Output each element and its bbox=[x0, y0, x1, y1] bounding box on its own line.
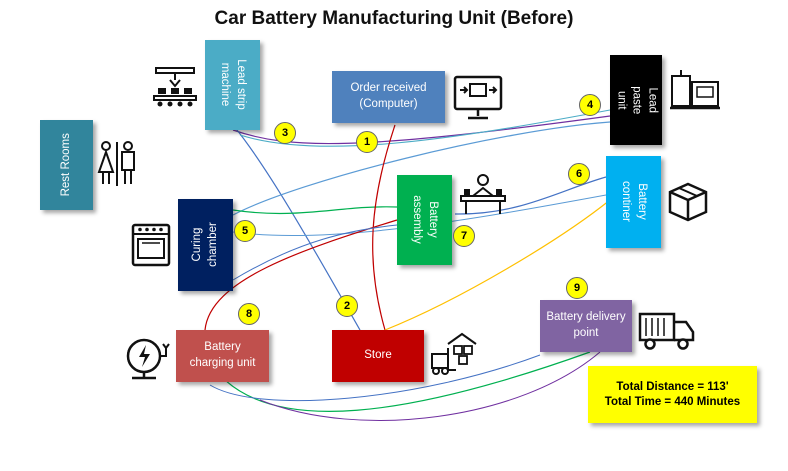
oven-icon bbox=[131, 223, 171, 267]
step-badge-3: 3 bbox=[274, 122, 296, 144]
container-station: Battery continer bbox=[606, 156, 661, 248]
charging-station: Battery charging unit bbox=[176, 330, 269, 382]
order-label: Order received (Computer) bbox=[350, 82, 427, 110]
step-badge-9: 9 bbox=[566, 277, 588, 299]
step-badge-4: 4 bbox=[579, 94, 601, 116]
curing-label: Curing chamber bbox=[190, 222, 219, 268]
box-icon bbox=[668, 182, 708, 222]
page-title: Car Battery Manufacturing Unit (Before) bbox=[214, 8, 574, 29]
store-station: Store bbox=[332, 330, 424, 382]
step-badge-7: 7 bbox=[453, 225, 475, 247]
lead-paste-machine-icon bbox=[670, 70, 720, 110]
step-badge-6: 6 bbox=[568, 163, 590, 185]
assembly-station: Battery assembly bbox=[397, 175, 452, 265]
lead-strip-station: Lead strip machine bbox=[205, 40, 260, 130]
total-distance: Total Distance = 113' bbox=[616, 381, 729, 393]
order-station: Order received (Computer) bbox=[332, 71, 445, 123]
robot-arm-conveyor-icon bbox=[153, 67, 197, 107]
step-badge-2: 2 bbox=[336, 295, 358, 317]
totals-box: Total Distance = 113' Total Time = 440 M… bbox=[588, 366, 757, 423]
container-label: Battery continer bbox=[620, 181, 649, 223]
step-badge-8: 8 bbox=[238, 303, 260, 325]
total-time: Total Time = 440 Minutes bbox=[604, 396, 741, 408]
rest-rooms-station: Rest Rooms bbox=[40, 120, 93, 210]
curing-station: Curing chamber bbox=[178, 199, 233, 291]
delivery-label: Battery delivery point bbox=[546, 311, 626, 339]
computer-monitor-icon bbox=[453, 75, 503, 120]
assembly-label: Battery assembly bbox=[411, 195, 440, 245]
restroom-icon bbox=[97, 141, 135, 186]
lead-strip-label: Lead strip machine bbox=[219, 59, 248, 111]
delivery-truck-icon bbox=[638, 312, 695, 350]
step-badge-5: 5 bbox=[234, 220, 256, 242]
charging-station-icon bbox=[126, 338, 170, 380]
store-label: Store bbox=[364, 349, 392, 362]
step-badge-1: 1 bbox=[356, 131, 378, 153]
rest-rooms-label: Rest Rooms bbox=[59, 133, 72, 197]
lead-paste-label: Lead paste unit bbox=[615, 85, 659, 115]
worker-assembly-icon bbox=[460, 174, 506, 214]
forklift-warehouse-icon bbox=[431, 332, 477, 375]
lead-paste-station: Lead paste unit bbox=[610, 55, 662, 145]
delivery-station: Battery delivery point bbox=[540, 300, 632, 352]
charging-label: Battery charging unit bbox=[189, 341, 256, 369]
